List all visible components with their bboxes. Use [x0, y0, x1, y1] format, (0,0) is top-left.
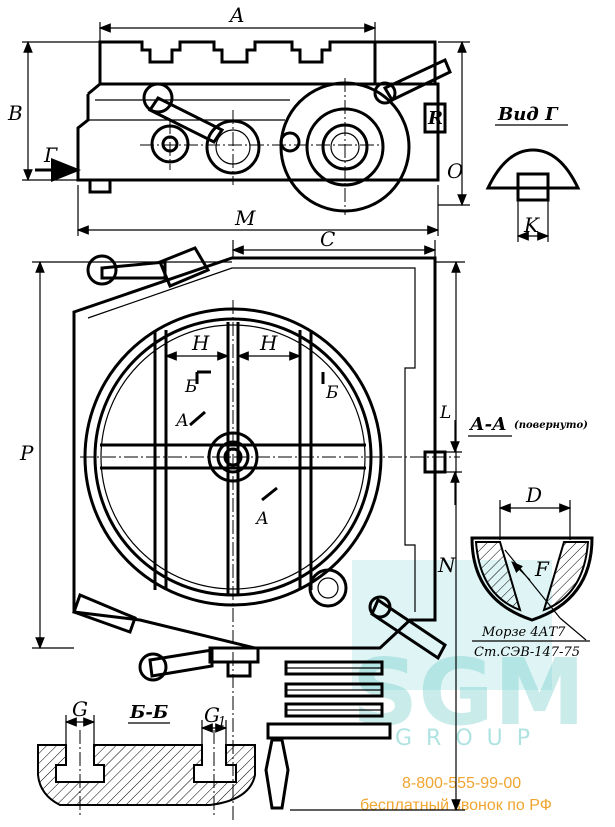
- plan-worm-housing: [208, 646, 260, 664]
- dim-label-f: F: [534, 557, 550, 581]
- plan-bottom-block: [72, 593, 137, 634]
- side-key: [423, 450, 447, 474]
- view-label-g: Г: [43, 143, 58, 167]
- front-view: [76, 40, 452, 215]
- section-marker-a1: А: [175, 411, 189, 431]
- body-foot: [88, 178, 112, 194]
- dim-label-k: K: [523, 213, 540, 237]
- plan-body-outline: [72, 256, 437, 650]
- dim-label-a: A: [228, 3, 244, 27]
- plan-lever-right-knob: [368, 595, 392, 619]
- section-bb: Б-Б G G 1: [37, 697, 256, 815]
- dim-label-g1-sub: 1: [218, 715, 226, 730]
- section-aa-outline: [470, 536, 594, 622]
- dim-label-p: P: [19, 441, 34, 465]
- handwheel-pin: [279, 131, 301, 153]
- plan-view: Б Б А А: [72, 246, 460, 820]
- dim-label-n: N: [437, 553, 457, 577]
- dimension-a: A: [98, 3, 377, 42]
- clamp-knob-inner: [317, 577, 339, 599]
- dimension-c: C: [231, 227, 437, 258]
- dim-label-d: D: [525, 483, 542, 507]
- handle-grip: [264, 738, 290, 810]
- plan-lever-bottom-knob: [138, 652, 168, 682]
- view-g-slot: [516, 172, 550, 202]
- section-bb-title: Б-Б: [129, 702, 168, 723]
- lever-knob: [142, 82, 174, 114]
- plan-lever-top-boss: [158, 246, 211, 288]
- dim-label-h2: H: [259, 331, 278, 355]
- body-outline: [76, 82, 440, 182]
- section-aa-hatch-right: [542, 541, 590, 612]
- dimension-n: N: [290, 260, 465, 812]
- standard-note: Ст.СЭВ-147-75: [474, 645, 580, 660]
- view-g: Вид Г K: [485, 104, 581, 242]
- dim-label-g: G: [72, 697, 88, 721]
- section-marker-b1: Б: [184, 377, 198, 397]
- section-bb-body: [37, 744, 256, 806]
- section-marker-a2: А: [255, 509, 269, 529]
- section-aa-note: (повернуто): [514, 420, 588, 431]
- plan-body-inner: [87, 267, 416, 612]
- table-top-profile: [98, 40, 377, 86]
- r-slot: [423, 102, 447, 134]
- plan-worm-end: [226, 660, 252, 678]
- lever-arm-right: [382, 57, 452, 102]
- section-aa-hatch-left: [474, 541, 522, 612]
- dim-label-h1: H: [191, 331, 210, 355]
- dim-label-g1: G: [204, 703, 220, 727]
- dim-label-m: M: [234, 206, 256, 230]
- plan-lever-right: [370, 597, 447, 661]
- plan-lever-top-knob: [86, 254, 118, 286]
- plan-lever-top: [100, 260, 167, 280]
- watermark-group: GROUP: [395, 726, 544, 751]
- clamp-knob: [308, 568, 348, 608]
- dimension-m: M: [76, 185, 440, 236]
- table-right-block: [375, 40, 437, 84]
- section-aa-title: А-А: [468, 414, 507, 435]
- dim-label-c: C: [320, 227, 335, 251]
- dimension-p: P: [19, 260, 232, 650]
- morse-note: Морзе 4АТ7: [481, 625, 566, 640]
- gear-stack: [264, 660, 392, 810]
- dimension-l: L: [439, 403, 462, 505]
- plan-lever-bottom: [148, 648, 214, 678]
- section-aa: А-А (повернуто) D F Морзе 4АТ7 Ст.СЭВ-14…: [468, 414, 594, 660]
- dimension-h: H H: [164, 331, 302, 361]
- section-marker-b2: Б: [325, 383, 339, 403]
- dim-label-r: R: [427, 108, 443, 129]
- view-g-title: Вид Г: [497, 104, 559, 125]
- dim-label-o: O: [447, 159, 463, 183]
- view-arrow-g: Г: [35, 143, 81, 182]
- lever-knob-right: [373, 81, 397, 105]
- t-slots: [100, 322, 366, 595]
- dim-label-l: L: [439, 403, 451, 423]
- dimension-o: O: [438, 40, 470, 207]
- view-g-profile: [485, 148, 581, 190]
- dim-label-b: B: [7, 101, 23, 125]
- phone-number: 8-800-555-99-00: [402, 775, 521, 792]
- lever-arm: [147, 96, 225, 144]
